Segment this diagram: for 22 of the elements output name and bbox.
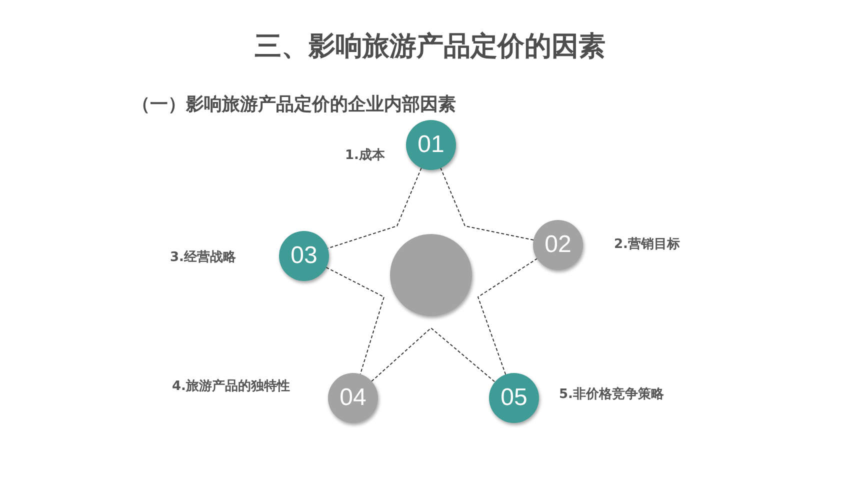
number-circle — [406, 120, 456, 170]
dashed-line — [326, 266, 385, 375]
factor-label: 4.旅游产品的独特性 — [172, 378, 290, 395]
factor-label: 1.成本 — [345, 147, 385, 164]
step-number: 02 — [544, 233, 572, 257]
number-circle — [533, 220, 583, 270]
section-heading: （一）影响旅游产品定价的企业内部因素 — [132, 93, 456, 116]
dashed-line — [327, 168, 422, 249]
dashed-line — [440, 168, 534, 240]
step-number: 04 — [340, 386, 366, 410]
factor-label: 5.非价格竞争策略 — [559, 386, 664, 403]
dashed-line — [371, 327, 496, 382]
number-circle — [279, 231, 329, 281]
number-circle — [328, 373, 378, 423]
slide-title: 三、影响旅游产品定价的因素 — [254, 30, 606, 64]
step-number: 01 — [418, 133, 444, 157]
factor-label: 3.经营战略 — [170, 249, 236, 266]
step-number: 03 — [290, 244, 318, 268]
number-circle — [489, 373, 539, 423]
dashed-line — [477, 258, 538, 375]
factor-label: 2.营销目标 — [614, 236, 680, 253]
step-number: 05 — [500, 386, 528, 410]
